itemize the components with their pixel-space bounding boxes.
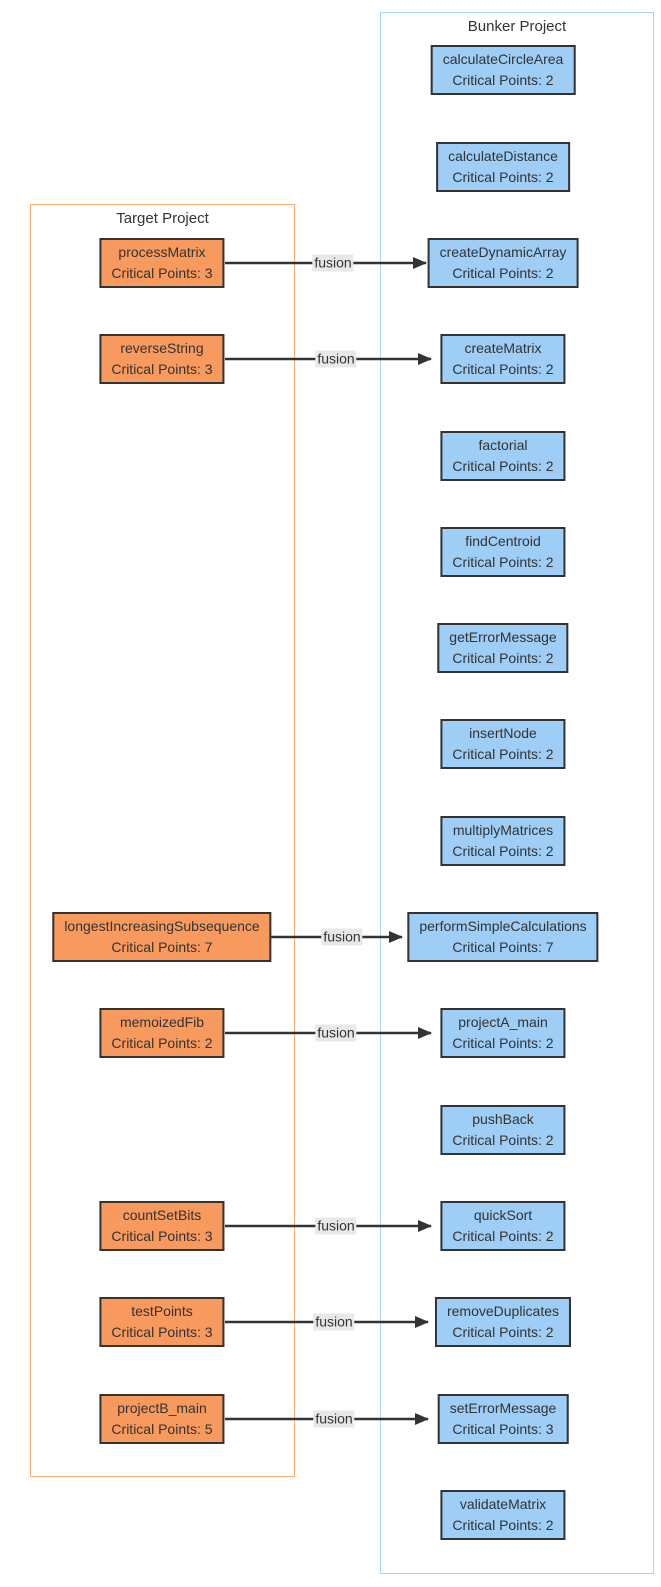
node-calculateDistance: calculateDistance Critical Points: 2: [436, 142, 570, 192]
edge-label-fusion: fusion: [312, 254, 354, 272]
edge-label-fusion: fusion: [321, 928, 363, 946]
edge-label-fusion: fusion: [315, 1217, 357, 1235]
node-longestIncreasingSubsequence: longestIncreasingSubsequence Critical Po…: [52, 912, 272, 962]
node-label: pushBack: [472, 1111, 534, 1127]
node-critical-points: Critical Points: 2: [452, 169, 554, 185]
node-critical-points: Critical Points: 2: [452, 1517, 554, 1533]
bunker-project-container: Bunker Project: [380, 12, 654, 1574]
node-label: insertNode: [469, 725, 537, 741]
node-critical-points: Critical Points: 2: [452, 746, 554, 762]
node-critical-points: Critical Points: 2: [452, 458, 554, 474]
node-critical-points: Critical Points: 2: [452, 1132, 554, 1148]
node-label: factorial: [478, 437, 528, 453]
node-critical-points: Critical Points: 2: [452, 72, 554, 88]
edge-label-fusion: fusion: [315, 350, 357, 368]
node-critical-points: Critical Points: 2: [111, 1035, 213, 1051]
node-testPoints: testPoints Critical Points: 3: [99, 1297, 225, 1347]
node-label: removeDuplicates: [446, 1303, 560, 1319]
edge-label-fusion: fusion: [313, 1313, 355, 1331]
node-critical-points: Critical Points: 2: [452, 554, 554, 570]
node-critical-points: Critical Points: 3: [111, 361, 213, 377]
edge-label-fusion: fusion: [315, 1024, 357, 1042]
node-critical-points: Critical Points: 3: [452, 1421, 554, 1437]
node-critical-points: Critical Points: 2: [452, 843, 554, 859]
node-label: projectA_main: [458, 1014, 548, 1030]
node-critical-points: Critical Points: 3: [111, 1228, 213, 1244]
node-reverseString: reverseString Critical Points: 3: [99, 334, 225, 384]
node-memoizedFib: memoizedFib Critical Points: 2: [99, 1008, 225, 1058]
node-quickSort: quickSort Critical Points: 2: [440, 1201, 566, 1251]
node-label: longestIncreasingSubsequence: [64, 918, 260, 934]
node-critical-points: Critical Points: 7: [111, 939, 213, 955]
node-critical-points: Critical Points: 3: [111, 265, 213, 281]
node-processMatrix: processMatrix Critical Points: 3: [99, 238, 225, 288]
node-critical-points: Critical Points: 2: [452, 650, 554, 666]
node-performSimpleCalculations: performSimpleCalculations Critical Point…: [407, 912, 599, 962]
node-insertNode: insertNode Critical Points: 2: [440, 719, 566, 769]
node-pushBack: pushBack Critical Points: 2: [440, 1105, 566, 1155]
node-label: reverseString: [120, 340, 204, 356]
node-critical-points: Critical Points: 2: [452, 361, 554, 377]
node-label: createDynamicArray: [439, 244, 567, 260]
node-label: quickSort: [473, 1207, 533, 1223]
node-label: validateMatrix: [459, 1496, 547, 1512]
node-setErrorMessage: setErrorMessage Critical Points: 3: [437, 1394, 569, 1444]
bunker-project-title: Bunker Project: [467, 18, 567, 35]
node-countSetBits: countSetBits Critical Points: 3: [99, 1201, 225, 1251]
node-calculateCircleArea: calculateCircleArea Critical Points: 2: [430, 45, 576, 95]
node-label: createMatrix: [464, 340, 542, 356]
node-label: multiplyMatrices: [452, 822, 554, 838]
node-createMatrix: createMatrix Critical Points: 2: [440, 334, 566, 384]
node-createDynamicArray: createDynamicArray Critical Points: 2: [427, 238, 579, 288]
node-label: memoizedFib: [119, 1014, 205, 1030]
node-validateMatrix: validateMatrix Critical Points: 2: [440, 1490, 566, 1540]
node-label: findCentroid: [465, 533, 541, 549]
target-project-title: Target Project: [116, 210, 209, 227]
edge-label-fusion: fusion: [313, 1410, 355, 1428]
node-findCentroid: findCentroid Critical Points: 2: [440, 527, 566, 577]
node-factorial: factorial Critical Points: 2: [440, 431, 566, 481]
node-label: processMatrix: [118, 244, 206, 260]
target-project-container: Target Project: [30, 204, 295, 1477]
node-projectB_main: projectB_main Critical Points: 5: [99, 1394, 225, 1444]
node-getErrorMessage: getErrorMessage Critical Points: 2: [437, 623, 569, 673]
node-label: countSetBits: [122, 1207, 202, 1223]
node-label: calculateCircleArea: [442, 51, 564, 67]
node-critical-points: Critical Points: 5: [111, 1421, 213, 1437]
node-critical-points: Critical Points: 2: [452, 1228, 554, 1244]
node-projectA_main: projectA_main Critical Points: 2: [440, 1008, 566, 1058]
node-label: performSimpleCalculations: [419, 918, 587, 934]
node-critical-points: Critical Points: 2: [452, 1035, 554, 1051]
node-label: setErrorMessage: [449, 1400, 557, 1416]
node-critical-points: Critical Points: 2: [452, 1324, 554, 1340]
node-removeDuplicates: removeDuplicates Critical Points: 2: [434, 1297, 572, 1347]
node-label: getErrorMessage: [449, 629, 557, 645]
node-multiplyMatrices: multiplyMatrices Critical Points: 2: [440, 816, 566, 866]
node-critical-points: Critical Points: 2: [452, 265, 554, 281]
node-label: projectB_main: [117, 1400, 207, 1416]
node-critical-points: Critical Points: 3: [111, 1324, 213, 1340]
node-critical-points: Critical Points: 7: [452, 939, 554, 955]
node-label: testPoints: [131, 1303, 193, 1319]
node-label: calculateDistance: [448, 148, 558, 164]
